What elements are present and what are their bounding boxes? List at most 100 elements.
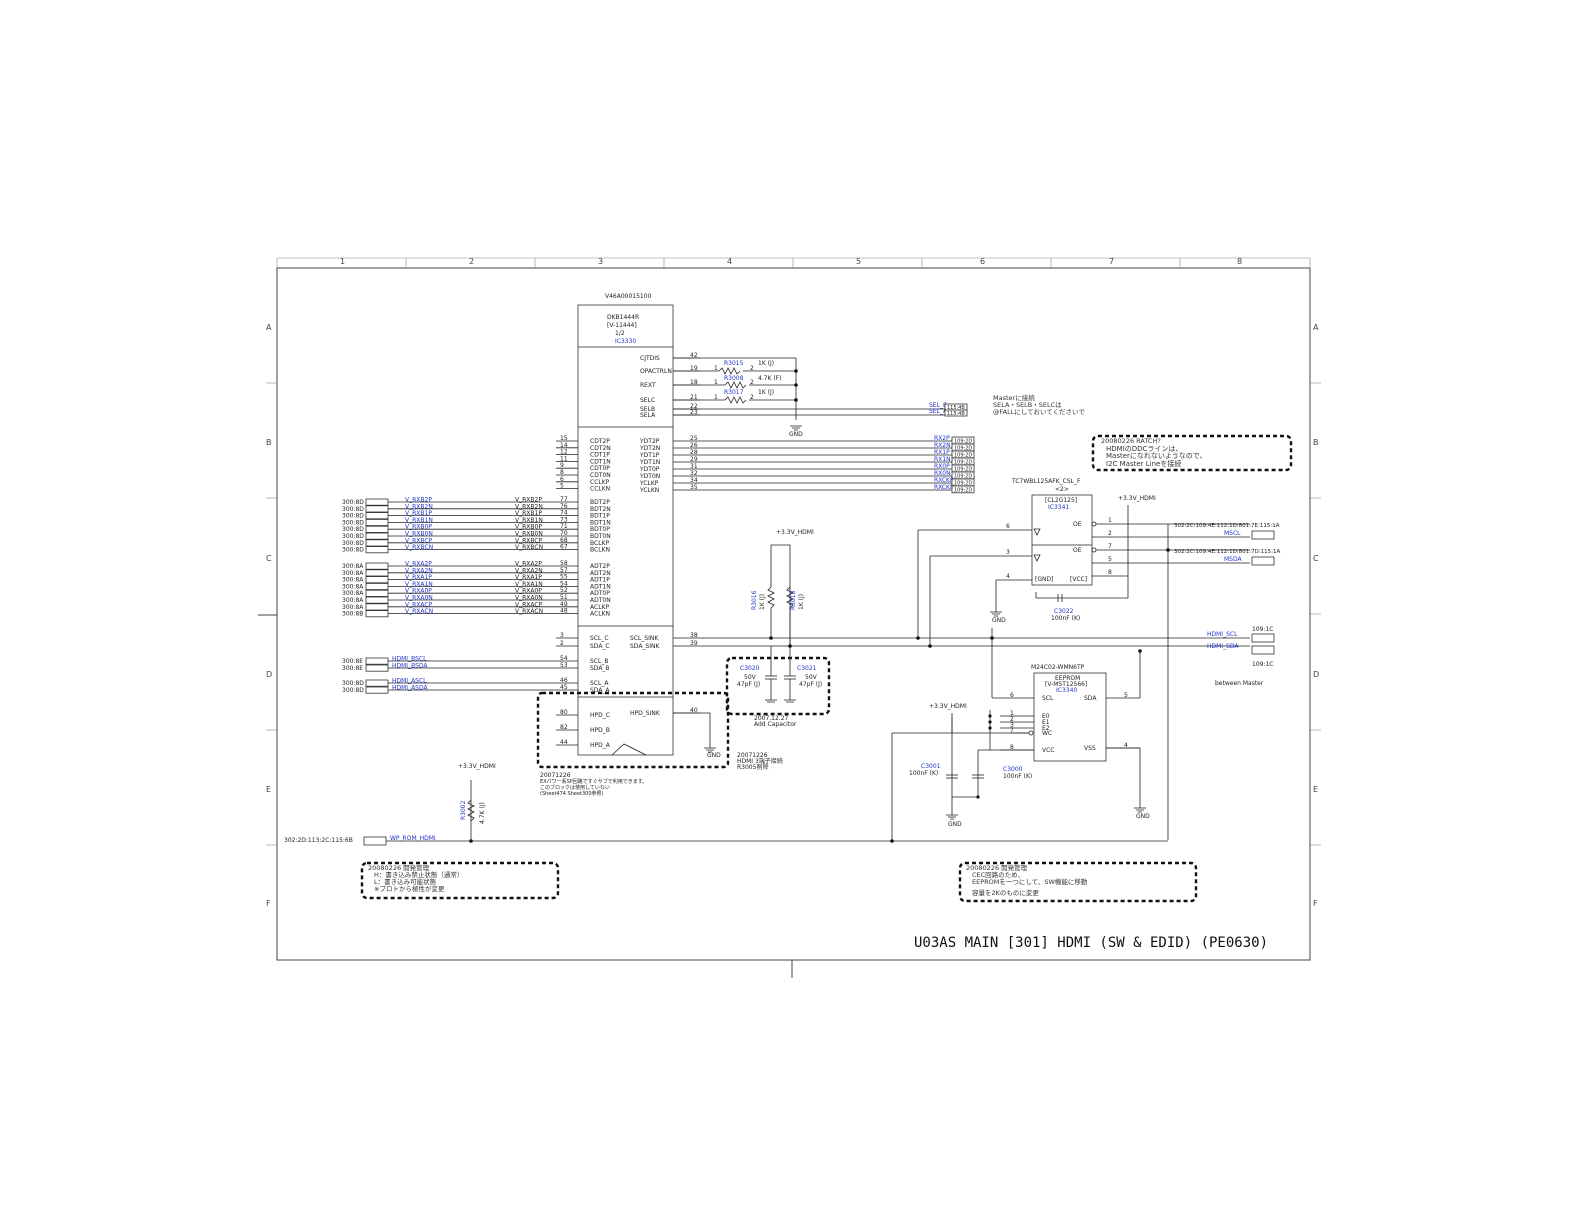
pin-num: 2 xyxy=(1108,530,1112,537)
net-port-box xyxy=(365,569,389,577)
gnd-label: GND xyxy=(789,431,803,438)
y-net-dest: 109:2D xyxy=(954,467,972,473)
page-title: U03AS MAIN [301] HDMI (SW & EDID) (PE063… xyxy=(914,935,1268,951)
y-net-name: RX2P xyxy=(934,435,950,442)
ic3330-pin-num: 6 xyxy=(560,476,564,483)
ic3330-pin-name: SDA_B xyxy=(590,665,610,672)
note-line: Masterに接続 xyxy=(993,393,1035,402)
ic3330-pin-name: HPD_SINK xyxy=(630,710,661,717)
col-label: 1 xyxy=(340,257,345,266)
ic3330-pin-name: ADT0N xyxy=(590,597,611,604)
r3015-ref: R3015 xyxy=(724,360,744,367)
msd-dest: 302:2C:109:4E:112:1D:801:7D:115:1A xyxy=(1174,549,1280,555)
ic3341-part: TC7WBL125AFK_CSL_F xyxy=(1011,478,1081,485)
note-line: CEC回路のため、 xyxy=(972,870,1024,879)
ic3330-pin-name: SELB xyxy=(640,406,655,413)
ic3330-pin-num: 52 xyxy=(560,587,568,594)
ic3330-pin-num: 74 xyxy=(560,510,568,517)
gnd-label: GND xyxy=(948,821,962,828)
ic3330-pin-num: 82 xyxy=(560,724,568,731)
net-name: HDMI_ASDA xyxy=(392,685,429,692)
net-name-right: V_RXB0P xyxy=(515,524,542,531)
net-port-box xyxy=(365,576,389,584)
net-port-box xyxy=(365,519,389,527)
ic3330-pin-name: REXT xyxy=(640,382,656,389)
c3021-ref: C3021 xyxy=(797,665,817,672)
ic3330-pin-num: 57 xyxy=(560,567,568,574)
ic3340-pin-num: 1 xyxy=(1010,710,1014,717)
row-label: B xyxy=(266,438,272,447)
ic3330-pin-num: 67 xyxy=(560,544,568,551)
ic3330-pin-name: BDT0P xyxy=(590,526,610,533)
ic3340-pin-num: 3 xyxy=(1010,722,1014,729)
ic3330-pin-num: 14 xyxy=(560,442,568,449)
c3001-ref: C3001 xyxy=(921,763,941,770)
ic3330-sub: [V-11444] xyxy=(607,322,637,329)
hdmi-out-dest: 109:1C xyxy=(1252,661,1273,668)
c3000-ref: C3000 xyxy=(1003,766,1023,773)
ic3330-pin-num: 73 xyxy=(560,516,568,523)
ic3340-sub: [V-MST12566] xyxy=(1045,681,1087,688)
power-label: +3.3V_HDMI xyxy=(1118,495,1156,502)
hpd-block: GND 20071226 HDMI 3端子接続 R3005削除 20071226… xyxy=(536,691,783,797)
ic3330-pin-name: SELC xyxy=(640,397,655,404)
net-name: V_RXACP xyxy=(405,601,433,608)
net-name: V_RXACN xyxy=(405,608,433,615)
sel-net-dest: 115:4B xyxy=(947,411,965,417)
net-name: V_RXB2N xyxy=(405,503,433,510)
net-port-ref: 300:8A xyxy=(342,570,364,577)
ic3330-pin-name: CDT2P xyxy=(590,438,610,445)
ic3330-pin-num: 15 xyxy=(560,435,568,442)
ic3340-pin-name: WC xyxy=(1042,730,1052,737)
note-line: SELA・SELB・SELCは xyxy=(993,401,1062,409)
gnd-label: GND xyxy=(1136,813,1150,820)
ic3330-pin-name: YDT0P xyxy=(639,466,660,473)
ic3340-pin-num: 7 xyxy=(1010,727,1014,734)
ic3330-pin-num: 29 xyxy=(690,456,698,463)
net-name: V_RXA0N xyxy=(405,595,433,602)
ic3330-pin-num: 28 xyxy=(690,449,698,456)
ic3330-pin-name: ACLKN xyxy=(590,611,610,618)
ic3330-pin-num: 25 xyxy=(690,435,698,442)
ic3330-pin-num: 76 xyxy=(560,503,568,510)
ic3340-pin-num: 8 xyxy=(1010,744,1014,751)
ic3340-ref: IC3340 xyxy=(1056,687,1077,694)
ic3330-unit: 1/2 xyxy=(615,330,625,337)
row-label: E xyxy=(1313,785,1318,794)
net-port-ref: 300:8D xyxy=(342,499,364,506)
ic3330: V46A00015100 DKB1444R [V-11444] 1/2 IC33… xyxy=(556,293,700,756)
c3021-value: 47pF (J) xyxy=(799,681,822,688)
net-port-box xyxy=(365,525,389,533)
y-net-name: RXCKN xyxy=(934,484,954,491)
ic3330-pin-num: 31 xyxy=(690,463,698,470)
y-net-dest: 109:2D xyxy=(954,488,972,494)
note-line: I2C Master Lineを接続 xyxy=(1106,459,1181,468)
ic3340: M24C02-WMN6TP EEPROM [V-MST12566] IC3340… xyxy=(891,628,1150,840)
pin-num: 5 xyxy=(1108,556,1112,563)
ic3340-pin-name: E1 xyxy=(1042,719,1050,726)
note-line: H：書き込み禁止状態（通常） xyxy=(374,870,463,879)
net-name: V_RXB1P xyxy=(405,510,432,517)
net-port-ref: 300:8A xyxy=(342,590,364,597)
svg-text:1: 1 xyxy=(714,394,718,401)
note-line: 20080226 開発管理 xyxy=(368,863,430,872)
row-label: D xyxy=(1313,670,1319,679)
power-label: +3.3V_HDMI xyxy=(458,763,496,770)
ic3340-pin-name: VSS xyxy=(1084,745,1096,752)
ic3330-pin-name: SCL_B xyxy=(590,658,608,665)
ic3330-pin-name: YCLKP xyxy=(639,480,659,487)
note-line: Masterになれないようなので、 xyxy=(1106,452,1207,460)
y-net-name: RX0N xyxy=(934,470,951,477)
net-port-box xyxy=(365,546,389,554)
note-line: EEPROMを一つにして、SW機能に移動 xyxy=(972,877,1088,886)
net-name: V_RXA1P xyxy=(405,574,432,581)
net-port-ref: 300:8D xyxy=(342,533,364,540)
ic3340-name: EEPROM xyxy=(1055,675,1080,682)
col-label: 4 xyxy=(727,257,732,266)
ic3340-pin-name: VCC xyxy=(1042,747,1054,754)
net-name-right: V_RXBCN xyxy=(515,544,543,551)
ic3330-pin-num: 2 xyxy=(560,640,564,647)
ic3330-ref: IC3330 xyxy=(615,338,636,345)
row-label: E xyxy=(266,785,271,794)
